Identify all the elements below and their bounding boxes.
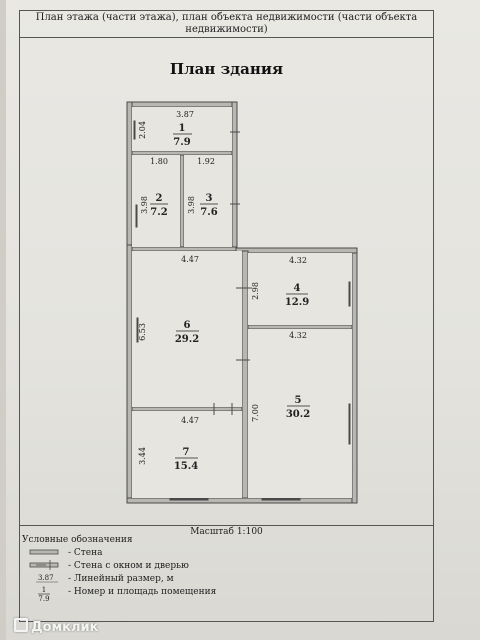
page-title: План здания: [169, 60, 284, 78]
legend-room-sample-area: 7.9: [38, 595, 49, 603]
dim-height-room-4: 2.98: [251, 282, 260, 300]
dim-width-room-6: 4.47: [181, 255, 199, 264]
window: [133, 120, 136, 140]
dim-width-room-5: 4.32: [289, 331, 307, 340]
header-line-1: План этажа (части этажа), план объекта н…: [35, 12, 418, 23]
dim-height-room-6: 6.53: [138, 323, 147, 341]
dim-width-room-3: 1.92: [197, 157, 215, 166]
wall: [126, 497, 358, 504]
room-number-5: 5: [295, 395, 302, 406]
dim-width-room-4: 4.32: [289, 256, 307, 265]
dim-width-room-2: 1.80: [150, 157, 168, 166]
window: [135, 204, 138, 228]
window: [348, 281, 351, 307]
document-frame: [19, 10, 434, 622]
room-area-5: 30.2: [286, 409, 310, 420]
wall: [131, 246, 237, 252]
scale-label: Масштаб 1:100: [19, 525, 434, 537]
dim-height-room-5: 7.00: [251, 404, 260, 422]
room-fills: [132, 107, 352, 498]
room-number-4: 4: [294, 283, 301, 294]
dim-width-room-1: 3.87: [176, 110, 194, 119]
room-area-3: 7.6: [200, 207, 217, 218]
legend-wall-window-door: - Стена с окном и дверью: [68, 561, 189, 571]
legend-wall: - Стена: [68, 548, 103, 558]
room-number-7: 7: [183, 447, 190, 458]
dim-height-room-3: 3.98: [187, 196, 196, 214]
wall: [131, 406, 243, 412]
wall: [126, 101, 133, 251]
legend-dimension: - Линейный размер, м: [68, 574, 174, 584]
window: [261, 498, 301, 501]
room-labels: 1 7.9 2 7.2 3 7.6 4 12.9 5 30.2 6 29.2 7…: [150, 123, 310, 472]
openings: [133, 120, 351, 501]
legend-title: Условные обозначения: [22, 535, 133, 545]
wall: [131, 150, 233, 156]
watermark: Домклик: [14, 618, 98, 635]
wall: [231, 247, 358, 254]
legend-samples: 3.87 1 7.9: [29, 549, 59, 603]
room-area-1: 7.9: [173, 137, 190, 148]
room-area-2: 7.2: [150, 207, 167, 218]
header-line-2: недвижимости): [185, 24, 268, 35]
domclick-logo-icon: [14, 618, 28, 632]
legend-room: - Номер и площадь помещения: [68, 587, 217, 597]
wall: [179, 154, 185, 248]
watermark-text: Домклик: [31, 620, 99, 635]
room-number-6: 6: [184, 320, 191, 331]
wall: [126, 101, 238, 108]
wall: [126, 244, 133, 504]
room-area-6: 29.2: [175, 334, 199, 345]
wall: [351, 247, 358, 504]
room-number-3: 3: [206, 193, 213, 204]
wall: [231, 101, 238, 251]
document-header: План этажа (части этажа), план объекта н…: [19, 10, 434, 38]
dimensions: 3.87 2.04 1.80 3.98 1.92 3.98 4.47 6.53 …: [138, 110, 307, 465]
dim-height-room-7: 3.44: [138, 447, 147, 465]
legend-room-sample-number: 1: [42, 586, 46, 594]
window: [136, 317, 139, 343]
window: [169, 498, 209, 501]
room-area-4: 12.9: [285, 297, 309, 308]
room-number-2: 2: [156, 193, 163, 204]
room-area-7: 15.4: [174, 461, 198, 472]
legend-wall-sample: [29, 549, 59, 555]
dim-height-room-1: 2.04: [138, 121, 147, 139]
legend-dimension-sample: 3.87: [38, 574, 54, 582]
dim-width-room-7: 4.47: [181, 416, 199, 425]
window: [348, 403, 351, 445]
wall: [247, 324, 353, 330]
room-number-1: 1: [179, 123, 186, 134]
dim-height-room-2: 3.98: [140, 196, 149, 214]
